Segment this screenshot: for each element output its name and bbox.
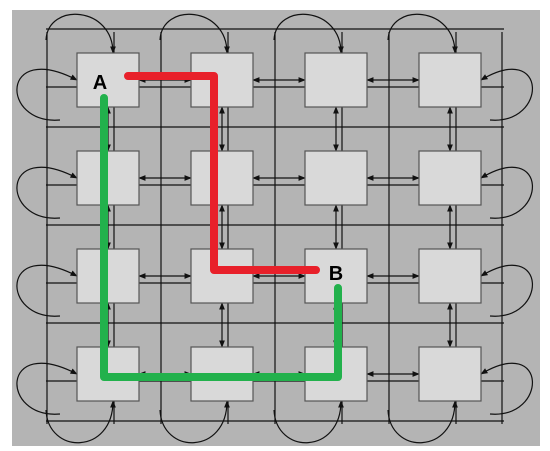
wrap-loop-right-row-0 bbox=[480, 68, 533, 121]
wrap-loop-left-row-0 bbox=[16, 68, 78, 121]
wrap-loop-bottom-col-2 bbox=[273, 400, 344, 444]
node-labels: AB bbox=[93, 72, 343, 285]
wrap-loop-left-row-2 bbox=[16, 264, 78, 317]
wrap-loop-top-col-3 bbox=[387, 13, 458, 54]
router-node-r2-c3 bbox=[418, 248, 482, 304]
router-node-r0-c2 bbox=[304, 52, 368, 108]
node-label-b: B bbox=[329, 263, 343, 285]
router-node-r1-c1 bbox=[190, 150, 254, 206]
wraparound-links bbox=[16, 13, 533, 444]
red-route bbox=[124, 72, 320, 274]
router-node-r2-c1 bbox=[190, 248, 254, 304]
wrap-loop-bottom-col-0 bbox=[45, 400, 116, 444]
wrap-loop-left-row-1 bbox=[16, 166, 78, 219]
router-node-r1-c2 bbox=[304, 150, 368, 206]
routing-paths bbox=[100, 72, 342, 381]
router-node-r3-c3 bbox=[418, 346, 482, 402]
wrap-loop-right-row-2 bbox=[480, 264, 533, 317]
green-route bbox=[100, 94, 342, 381]
wrap-loop-right-row-3 bbox=[480, 362, 533, 415]
wrap-loop-bottom-col-3 bbox=[387, 400, 458, 444]
node-label-a: A bbox=[93, 72, 107, 94]
wrap-loop-bottom-col-1 bbox=[159, 400, 230, 444]
wrap-loop-top-col-0 bbox=[45, 13, 116, 54]
wrap-loop-left-row-3 bbox=[16, 362, 78, 415]
wrap-loop-right-row-1 bbox=[480, 166, 533, 219]
wrap-loop-top-col-2 bbox=[273, 13, 344, 54]
router-node-r1-c3 bbox=[418, 150, 482, 206]
router-node-r0-c3 bbox=[418, 52, 482, 108]
wrap-loop-top-col-1 bbox=[159, 13, 230, 54]
